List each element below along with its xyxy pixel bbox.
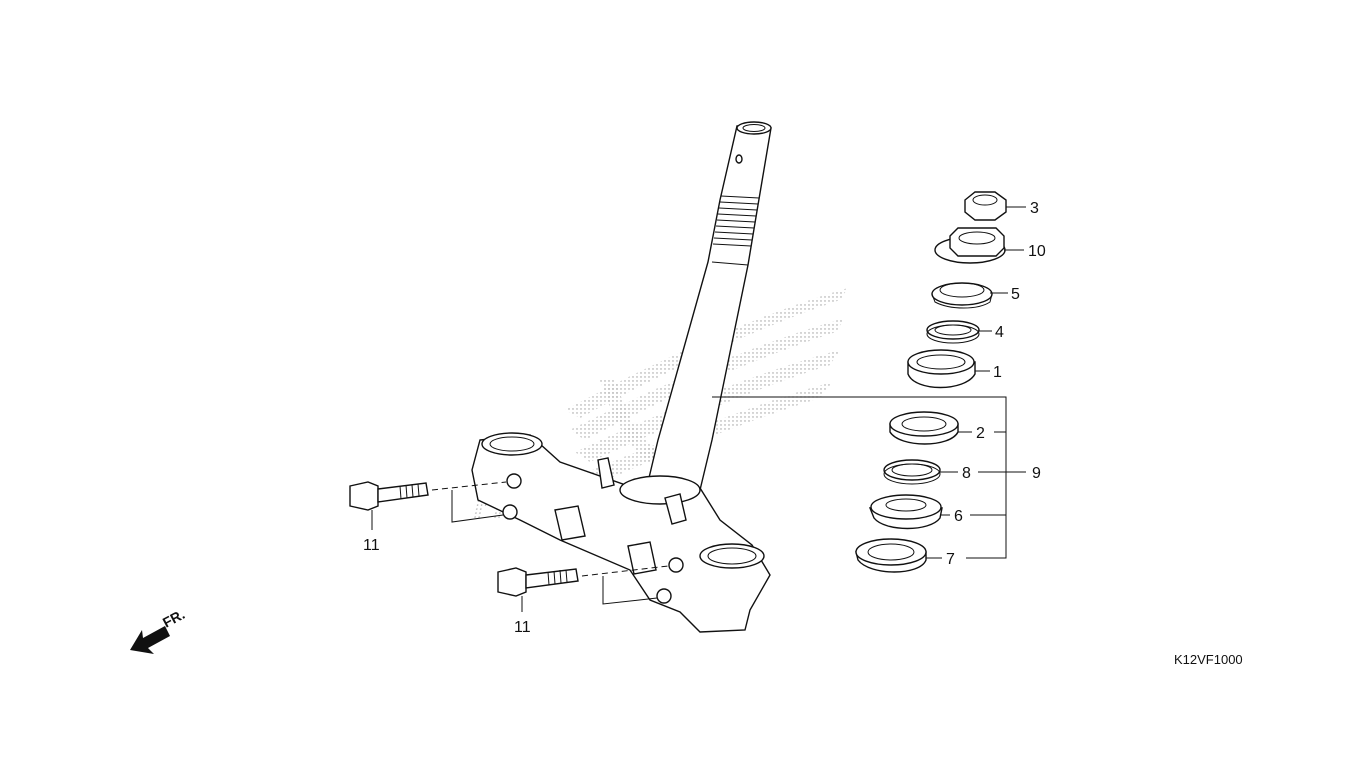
callout-3: 3	[1030, 200, 1039, 217]
callout-2: 2	[976, 425, 985, 442]
callout-5: 5	[1011, 286, 1020, 303]
callout-9: 9	[1032, 465, 1041, 482]
front-arrow-icon	[130, 626, 170, 654]
drawing-code: K12VF1000	[1174, 652, 1243, 667]
callout-leaders	[712, 206, 1026, 559]
part-6-cone	[868, 494, 943, 530]
part-8-bearing	[883, 459, 941, 485]
bottom-bridge	[471, 432, 771, 633]
callout-6: 6	[954, 508, 963, 525]
callout-4: 4	[995, 324, 1004, 341]
stem-threads	[712, 195, 760, 247]
callout-7: 7	[946, 551, 955, 568]
callout-1: 1	[993, 364, 1002, 381]
part-1-race	[907, 349, 976, 389]
part-2-race	[889, 411, 959, 445]
part-3-nut	[964, 191, 1007, 221]
callout-8: 8	[962, 465, 971, 482]
bolt-11-left	[349, 481, 507, 523]
callout-10: 10	[1028, 243, 1046, 260]
callout-11-right: 11	[514, 619, 531, 636]
part-5-cone	[931, 282, 993, 309]
steering-stem-shaft	[647, 121, 772, 491]
callout-11-left: 11	[363, 537, 380, 554]
part-4-bearing	[926, 320, 980, 344]
part-7-seal	[855, 538, 927, 573]
bolt-11-right	[497, 565, 669, 605]
part-10-locknut	[934, 227, 1006, 264]
